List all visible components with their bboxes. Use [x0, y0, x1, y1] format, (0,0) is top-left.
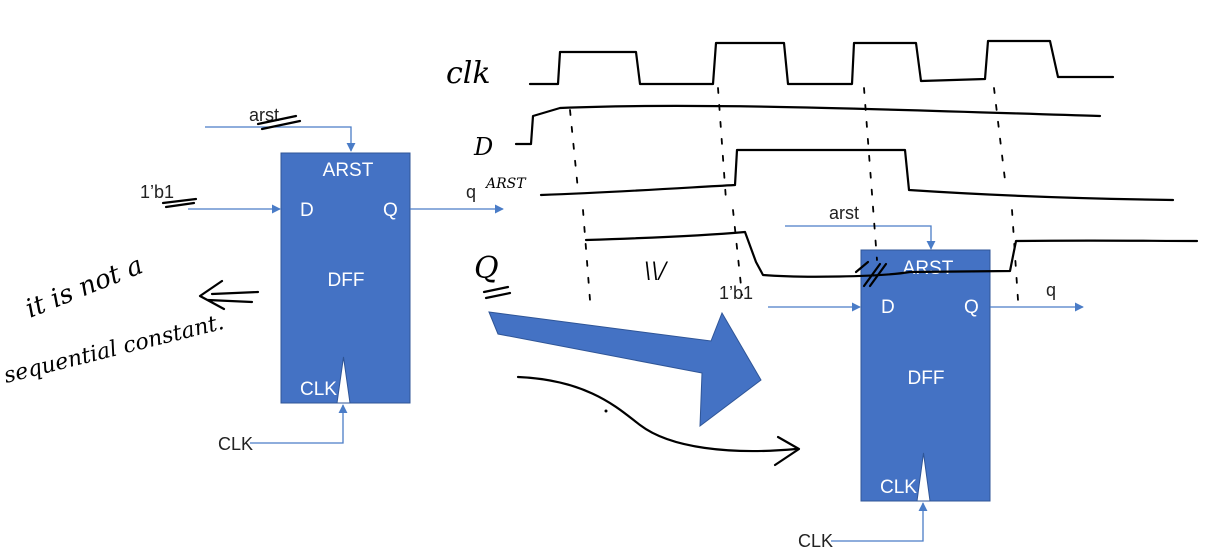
arst-waveform: [539, 148, 1175, 202]
q-waveform: [584, 230, 1199, 278]
dff-left-clk-label: CLK: [218, 434, 253, 454]
note-line-1: it is not a: [21, 250, 147, 324]
dff-left-clock-triangle: [336, 356, 351, 404]
dff-right-output-label: q: [1046, 280, 1056, 300]
input-scribble-underline: [161, 197, 198, 209]
dff-right-clk-port: CLK: [880, 477, 917, 498]
dff-right-input-label: 1’b1: [719, 283, 753, 303]
note-pointer-arrow: [198, 279, 260, 311]
arst-scribble-strike: [256, 114, 302, 131]
dff-left-arst-wire: [205, 126, 356, 152]
dff-left-input-label: 1’b1: [140, 182, 174, 202]
handwritten-q: Q: [474, 251, 499, 286]
dff-right-block-name: DFF: [908, 368, 945, 389]
handwritten-arst: ARST: [484, 176, 527, 192]
dff-left-q-port: Q: [383, 200, 398, 221]
dff-right: ARST D Q DFF CLK arst 1’b1 q CLK: [719, 203, 1084, 551]
dff-right-clock-triangle: [916, 452, 931, 502]
dff-right-arst-label: arst: [829, 203, 859, 223]
dff-left-block-name: DFF: [328, 270, 365, 291]
dff-right-clk-wire: [831, 502, 928, 542]
curved-hand-arrowhead: [773, 435, 801, 467]
dff-right-arst-port: ARST: [903, 258, 954, 279]
dff-right-clk-label: CLK: [798, 531, 833, 551]
dff-left-clk-port: CLK: [300, 379, 337, 400]
dff-right-q-port: Q: [964, 297, 979, 318]
timing-marker-1: [569, 109, 591, 301]
timing-marker-2: [717, 87, 743, 296]
dff-right-arst-wire: [785, 225, 936, 250]
dff-right-d-port: D: [881, 297, 895, 318]
handwritten-d: D: [473, 133, 493, 161]
transform-arrow: [488, 311, 762, 428]
q-tick-marks: [854, 260, 888, 288]
dff-left: ARST D Q DFF CLK arst 1’b1 q CLK: [140, 105, 504, 454]
handwritten-note: it is not a sequential constant.: [1, 250, 260, 389]
dff-left-arst-port: ARST: [323, 160, 374, 181]
dff-left-clk-wire: [250, 404, 348, 444]
timing-marker-3: [863, 87, 878, 261]
dff-left-d-port: D: [300, 200, 314, 221]
dff-right-block: [860, 249, 991, 502]
handwritten-clk: clk: [446, 56, 491, 91]
curved-hand-arrow: [516, 375, 798, 453]
dff-left-block: [280, 152, 411, 404]
d-waveform: [514, 104, 1102, 146]
dff-left-arst-label: arst: [249, 105, 279, 125]
q-underline-strokes: [482, 285, 512, 300]
dff-left-output-label: q: [466, 182, 476, 202]
handwritten-slash-mark: \\/: [644, 259, 669, 284]
ink-dot: [604, 409, 608, 413]
clk-waveform: [528, 39, 1115, 86]
